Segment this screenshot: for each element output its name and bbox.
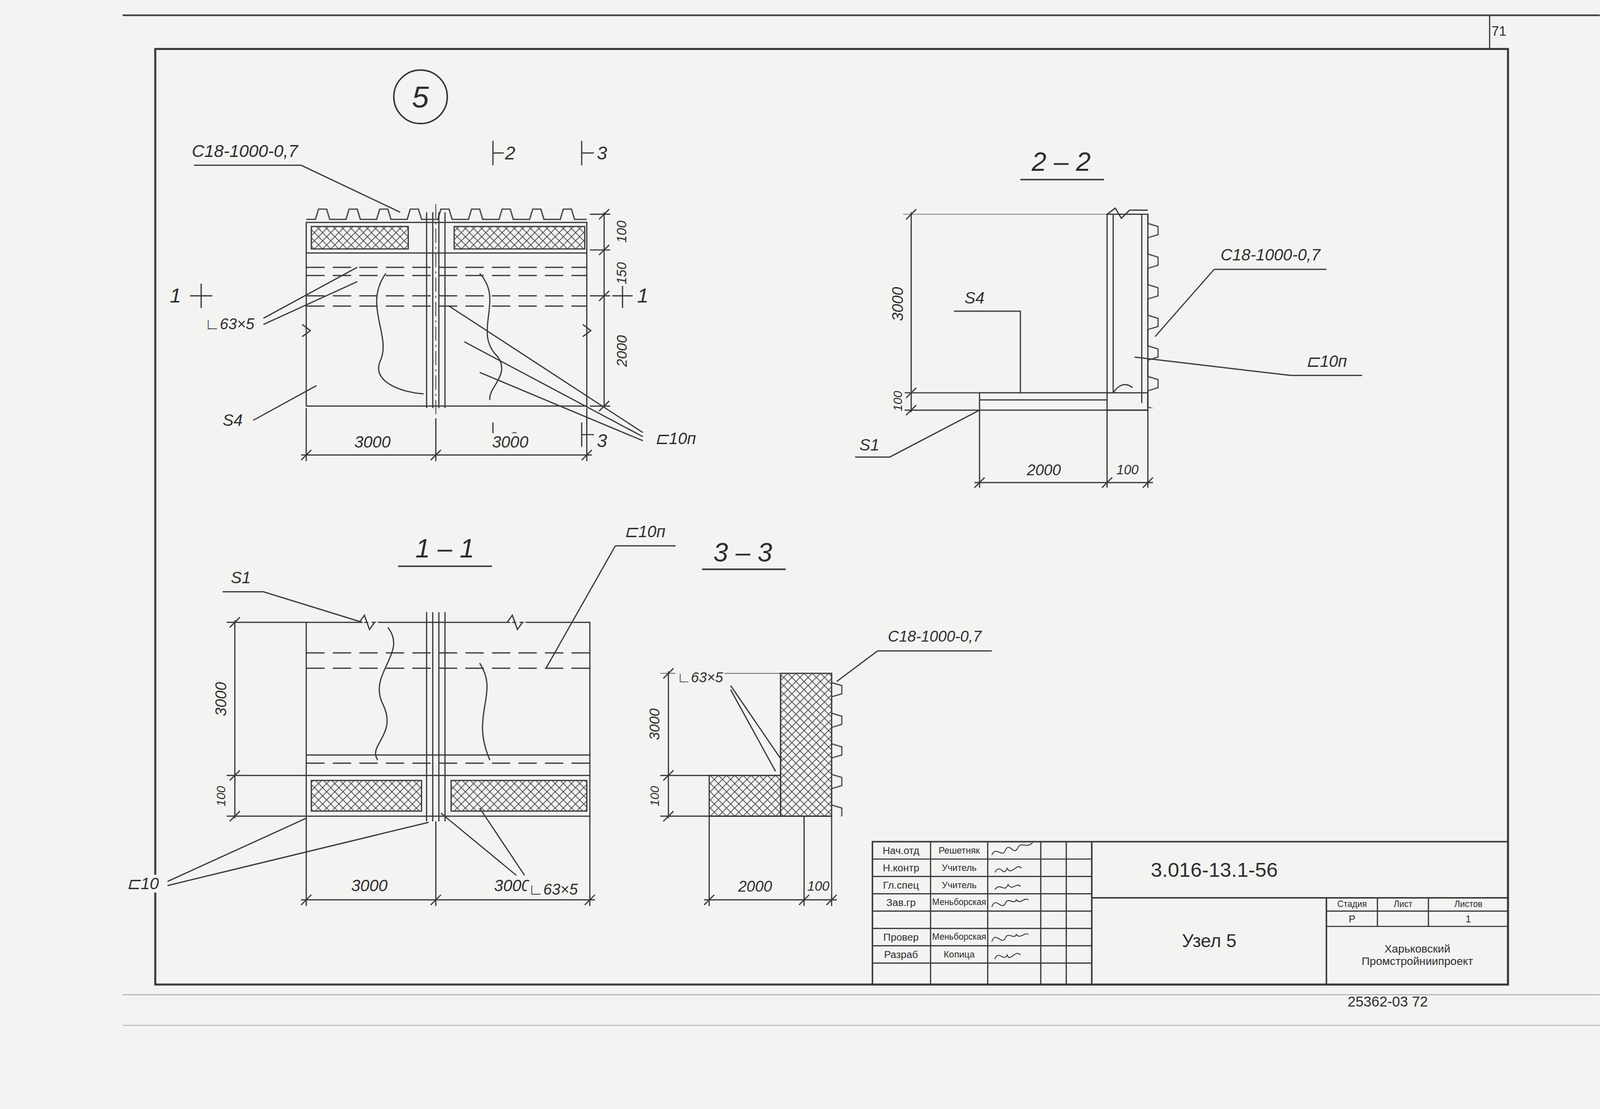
title-block-cell: Нач.отд	[881, 845, 921, 857]
title-block-cell: Разраб	[882, 949, 920, 961]
part-mark: S1	[229, 568, 252, 587]
section-mark: 3	[595, 430, 609, 451]
dimension: 100	[648, 784, 662, 808]
title-block-cell: Провер	[881, 931, 920, 944]
dimension: 3000	[490, 432, 530, 451]
callout-number: 5	[411, 81, 429, 113]
section-mark: 3	[595, 143, 609, 164]
part-mark: S4	[962, 289, 986, 307]
title-block-cell: 71	[1490, 24, 1508, 39]
dimension: 3000	[492, 876, 532, 895]
dimension: 3000	[647, 706, 663, 742]
title-block-cell: Зав.гр	[884, 897, 918, 909]
section-title: 3 – 3	[711, 537, 774, 567]
title-block-cell: Лист	[1392, 900, 1414, 910]
section-title: 2 – 2	[1030, 146, 1093, 176]
dimension: 3000	[212, 680, 230, 718]
section-mark: 2	[503, 143, 517, 164]
sheet-mark: С18-1000-0,7	[1218, 246, 1322, 264]
dimension: 100	[805, 879, 832, 894]
section-mark: 1	[635, 284, 650, 307]
title-block-cell: Меньборская	[930, 932, 988, 943]
channel-mark: ⊏10п	[653, 429, 698, 448]
title-block-cell: Листов	[1452, 900, 1485, 910]
angle-mark: ∟63×5	[526, 881, 580, 899]
title-block-cell: Учитель	[940, 880, 978, 891]
section-mark: 1	[168, 284, 183, 307]
angle-mark: ∟63×5	[203, 315, 256, 333]
dimension: 3000	[889, 285, 907, 323]
title-block-cell: 3.016-13.1-56	[1149, 859, 1280, 882]
title-block-cell: Харьковский Промстройниипроект	[1329, 942, 1506, 968]
title-block-cell: Меньборская	[930, 898, 988, 908]
title-block-cell: Решетняк	[937, 845, 982, 856]
dimension: 100	[891, 389, 905, 413]
title-block-cell: Н.контр	[881, 862, 921, 874]
title-block-cell: Стадия	[1335, 900, 1369, 910]
dimension: 3000	[349, 876, 389, 895]
title-block-cell: 25362-03 72	[1346, 994, 1430, 1010]
channel-mark: ⊏10п	[622, 522, 667, 541]
dimension: 2000	[1025, 461, 1063, 479]
dimension: 2000	[736, 878, 774, 896]
title-block-cell: Копица	[942, 949, 976, 960]
channel-mark: ⊏10п	[1304, 352, 1349, 371]
part-mark: S1	[857, 436, 881, 454]
dimension: 150	[615, 260, 630, 287]
angle-mark: ∟63×5	[675, 669, 725, 686]
dimension: 100	[615, 219, 630, 245]
dimension: 100	[1114, 462, 1141, 478]
title-block-cell: 1	[1463, 913, 1473, 925]
sheet-mark: С18-1000-0,7	[886, 628, 984, 646]
sheet-mark: С18-1000-0,7	[190, 141, 300, 161]
dimension: 2000	[614, 333, 631, 369]
part-mark: S4	[221, 411, 245, 430]
title-block-cell: Узел 5	[1180, 930, 1239, 951]
detail-callout-circle: 5	[393, 69, 449, 125]
channel-mark: ⊏10	[125, 874, 161, 893]
dimension: 100	[214, 784, 229, 808]
title-block-cell: Р	[1347, 913, 1357, 925]
section-title: 1 – 1	[413, 533, 476, 563]
dimension: 3000	[352, 432, 393, 451]
title-block-cell: Учитель	[940, 862, 978, 873]
title-block-cell: Гл.спец	[881, 879, 921, 892]
